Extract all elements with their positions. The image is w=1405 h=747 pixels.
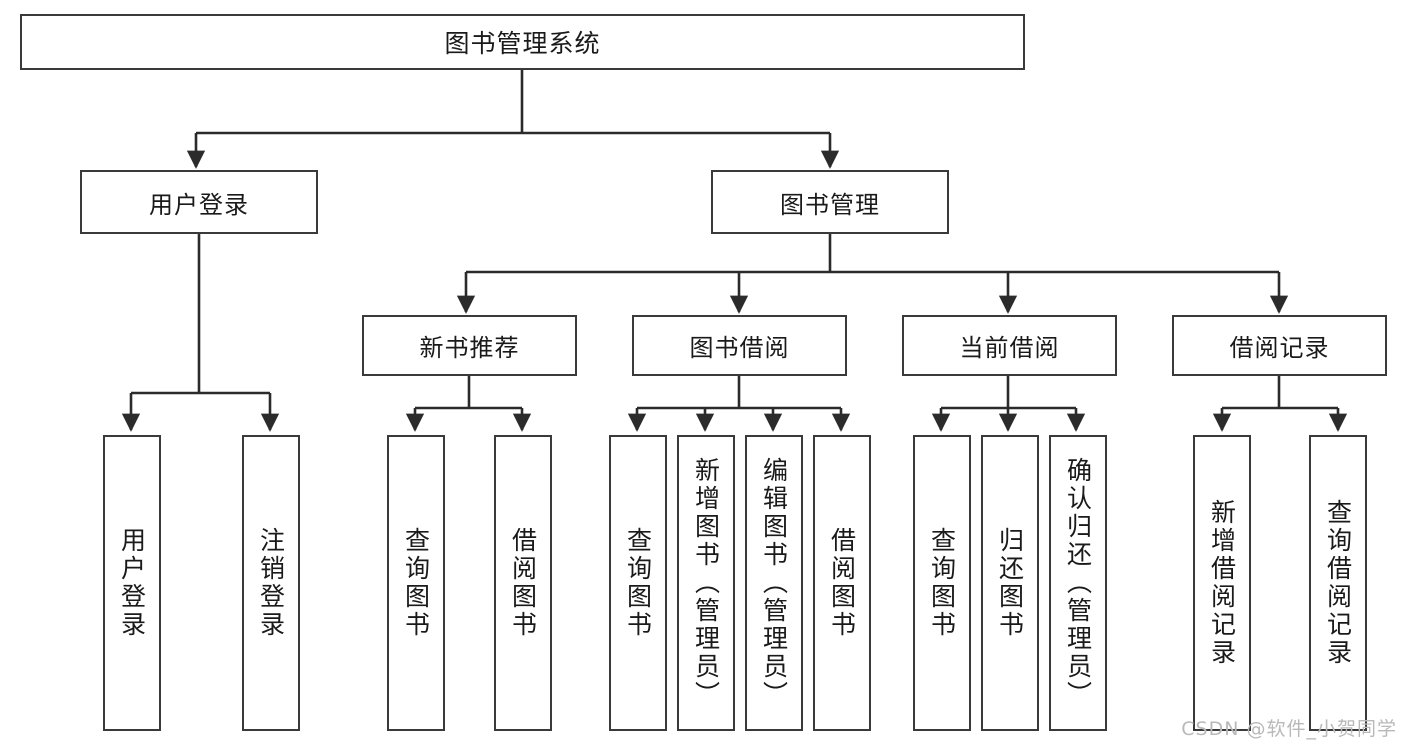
node-root-book-management-system[interactable]: 图书管理系统 [20, 14, 1025, 70]
node-label: 图书管理 [780, 190, 880, 219]
node-label: 新增图书（管理员） [691, 457, 721, 709]
node-label: 确认归还（管理员） [1063, 457, 1093, 709]
node-label: 新增借阅记录 [1207, 499, 1237, 667]
node-book-borrow[interactable]: 图书借阅 [632, 315, 847, 376]
watermark-csdn: CSDN @软件_小贺同学 [1181, 718, 1397, 740]
node-label: 编辑图书（管理员） [759, 457, 789, 709]
leaf-book-borrow-borrow[interactable]: 借阅图书 [813, 435, 871, 731]
leaf-book-borrow-edit[interactable]: 编辑图书（管理员） [745, 435, 803, 731]
leaf-current-borrow-query[interactable]: 查询图书 [913, 435, 971, 731]
node-label: 图书管理系统 [444, 29, 601, 58]
node-label: 查询图书 [927, 527, 957, 639]
leaf-book-borrow-add[interactable]: 新增图书（管理员） [677, 435, 735, 731]
leaf-user-login-logout[interactable]: 注销登录 [242, 435, 300, 731]
leaf-current-borrow-confirm-return[interactable]: 确认归还（管理员） [1049, 435, 1107, 731]
node-label: 查询图书 [401, 527, 431, 639]
leaf-book-borrow-query[interactable]: 查询图书 [609, 435, 667, 731]
node-user-login[interactable]: 用户登录 [80, 170, 318, 234]
node-current-borrow[interactable]: 当前借阅 [902, 315, 1117, 376]
node-label: 当前借阅 [959, 334, 1060, 362]
node-label: 借阅图书 [508, 527, 538, 639]
node-label: 用户登录 [117, 527, 147, 639]
leaf-new-book-borrow[interactable]: 借阅图书 [494, 435, 552, 731]
leaf-borrow-record-query[interactable]: 查询借阅记录 [1309, 435, 1367, 731]
node-label: 查询借阅记录 [1323, 499, 1353, 667]
node-label: 归还图书 [995, 527, 1025, 639]
node-new-book-recommend[interactable]: 新书推荐 [362, 315, 577, 376]
node-label: 注销登录 [256, 527, 286, 639]
node-label: 用户登录 [149, 190, 249, 219]
node-book-management[interactable]: 图书管理 [711, 170, 949, 234]
node-label: 借阅记录 [1229, 334, 1330, 362]
node-borrow-record[interactable]: 借阅记录 [1172, 315, 1387, 376]
node-label: 图书借阅 [689, 334, 790, 362]
node-label: 新书推荐 [419, 334, 520, 362]
node-label: 借阅图书 [827, 527, 857, 639]
leaf-new-book-query[interactable]: 查询图书 [387, 435, 445, 731]
leaf-borrow-record-add[interactable]: 新增借阅记录 [1193, 435, 1251, 731]
leaf-current-borrow-return[interactable]: 归还图书 [981, 435, 1039, 731]
node-label: 查询图书 [623, 527, 653, 639]
leaf-user-login-login[interactable]: 用户登录 [103, 435, 161, 731]
